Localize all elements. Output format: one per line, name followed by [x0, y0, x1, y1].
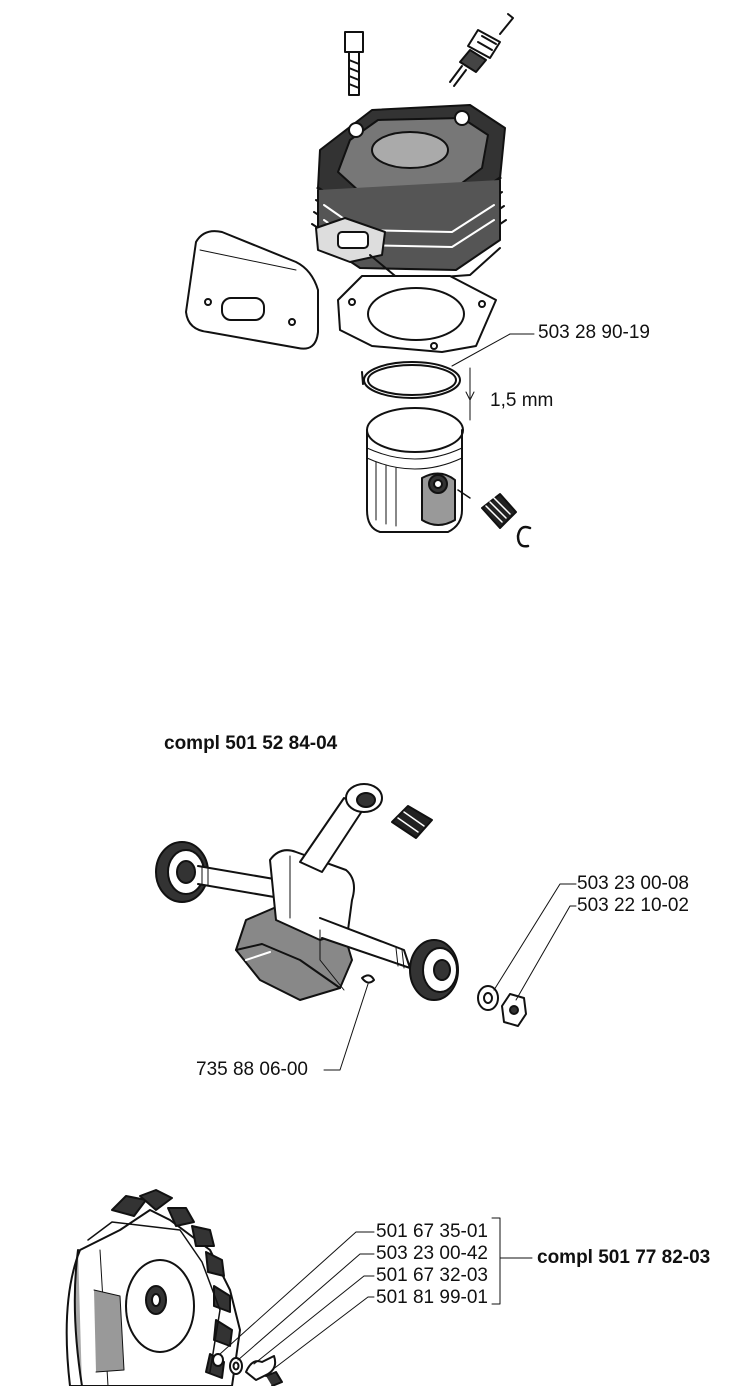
flywheel-part-number-4: 501 81 99-01 [376, 1287, 488, 1308]
piston-ring-icon [361, 361, 461, 399]
crank-leader-lines [323, 883, 577, 1071]
cylinder-bolt-icon [344, 31, 364, 96]
ring-part-number: 503 28 90-19 [538, 322, 650, 343]
cylinder-base-gasket-icon [337, 275, 497, 353]
flywheel-part-number-2: 503 23 00-42 [376, 1243, 488, 1264]
crankshaft-icon [155, 783, 459, 1001]
flywheel-part-number-1: 501 67 35-01 [376, 1221, 488, 1242]
ring-gap-label: 1,5 mm [490, 390, 554, 411]
muffler-gasket-icon [185, 230, 319, 350]
washer-icon [477, 985, 499, 1011]
spark-plug-icon [449, 13, 514, 87]
key-part-number: 735 88 06-00 [196, 1059, 308, 1080]
flywheel-small-parts-icon [212, 1353, 283, 1386]
flywheel-assembly-label: compl 501 77 82-03 [537, 1247, 711, 1268]
ring-leader-line [451, 333, 535, 421]
washer-part-number: 503 23 00-08 [577, 873, 689, 894]
flywheel-icon [65, 1189, 241, 1386]
cylinder-icon [311, 104, 507, 281]
circlip-icon [516, 525, 532, 548]
flywheel-leader-lines [219, 1217, 533, 1371]
nut-part-number: 503 22 10-02 [577, 895, 689, 916]
crankshaft-assembly-label: compl 501 52 84-04 [164, 733, 338, 754]
needle-bearing-icon [457, 489, 517, 529]
nut-icon [501, 993, 527, 1027]
crank-needle-bearing-icon [391, 805, 433, 839]
piston-icon [366, 407, 464, 533]
woodruff-key-icon [361, 974, 375, 984]
flywheel-part-number-3: 501 67 32-03 [376, 1265, 488, 1286]
